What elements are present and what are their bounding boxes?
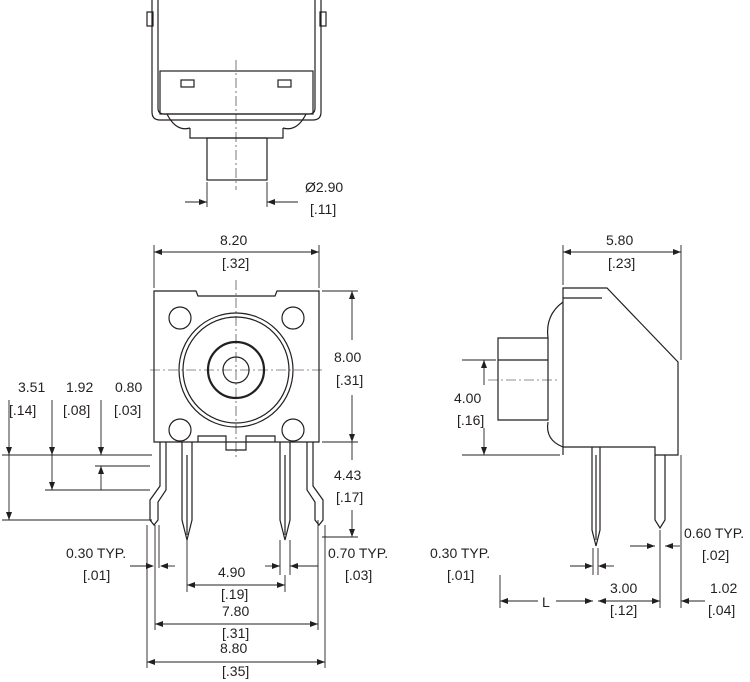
side-leg-thickness-mm: 0.60 TYP. [684,525,744,541]
mounting-hole [168,418,192,442]
dim-080-in: [.03] [114,402,141,418]
mounting-hole [281,418,305,442]
dim-192-mm: 1.92 [66,379,93,395]
side-pin-width-in: [.01] [447,567,474,583]
pin-width-in: [.01] [83,567,110,583]
side-depth-mm: 5.80 [606,232,633,248]
mounting-hole [281,306,305,330]
dim-351-in: [.14] [9,402,36,418]
leg-spacing-mm: 7.80 [222,603,249,619]
diameter-mm: Ø2.90 [305,179,343,195]
side-offset-mm: 3.00 [610,580,637,596]
pin-spacing-in: [.19] [221,586,248,602]
side-height-in: [.16] [457,412,484,428]
side-leg-thickness-in: [.02] [702,547,729,563]
side-height-mm: 4.00 [454,390,481,406]
side-pin-width-mm: 0.30 TYP. [430,545,490,561]
side-view: 5.80 [.23] 4.00 [.16] 0.30 TYP. [.01] 0.… [430,232,744,618]
side-edge-mm: 1.02 [710,580,737,596]
leg-spacing-in: [.31] [222,625,249,641]
pin-width-mm: 0.30 TYP. [66,545,126,561]
side-offset-in: [.12] [610,602,637,618]
dim-080-mm: 0.80 [115,379,142,395]
side-depth-in: [.23] [608,255,635,271]
width-top-mm: 8.20 [220,232,247,248]
side-edge-in: [.04] [708,602,735,618]
pin-thickness-in: [.03] [345,567,372,583]
front-view: 8.20 [.32] 8.00 [.31] 4.43 [.17] 3.51 [2,232,388,679]
width-top-in: [.32] [222,255,249,271]
side-L-label: L [542,594,550,610]
pin-length-mm: 4.43 [334,467,361,483]
height-body-mm: 8.00 [334,349,361,365]
overall-width-mm: 8.80 [220,640,247,656]
pin-length-in: [.17] [336,489,363,505]
dim-351-mm: 3.51 [18,379,45,395]
mounting-hole [168,306,192,330]
top-view: Ø2.90 [.11] [146,0,343,217]
height-body-in: [.31] [336,372,363,388]
diameter-in: [.11] [310,201,336,217]
overall-width-in: [.35] [222,663,249,679]
dim-192-in: [.08] [63,402,90,418]
pin-spacing-mm: 4.90 [218,564,245,580]
pin-thickness-mm: 0.70 TYP. [328,545,388,561]
